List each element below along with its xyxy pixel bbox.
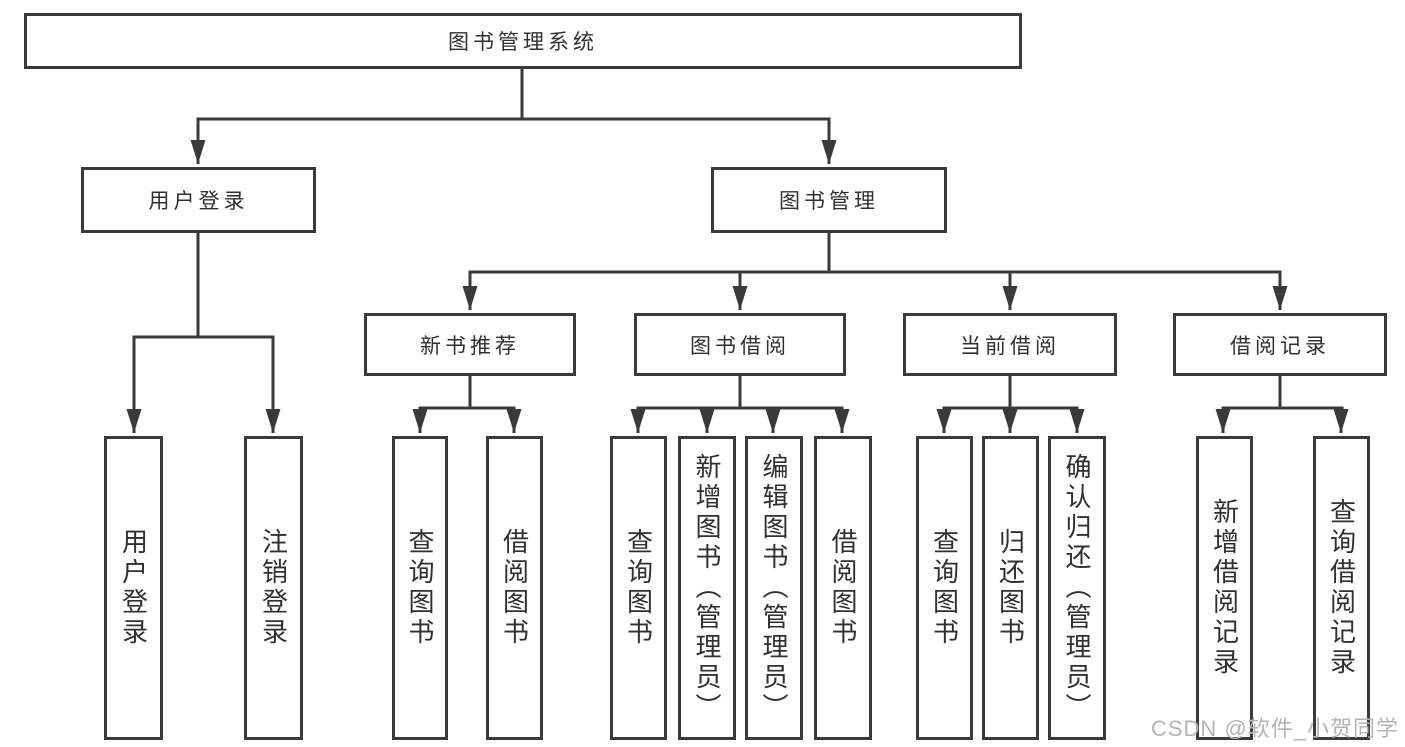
leaf-borrow-edit-admin: 编辑图书（管理员） [745,436,803,740]
node-book-management-label: 图书管理 [779,190,879,213]
node-root: 图书管理系统 [24,13,1022,69]
leaf-logout: 注销登录 [244,436,303,740]
leaf-records-add-label: 新增借阅记录 [1209,498,1240,678]
leaf-newbook-query-label: 查询图书 [405,528,435,648]
leaf-current-confirm-return-admin: 确认归还（管理员） [1048,436,1106,740]
leaf-current-return-label: 归还图书 [995,528,1026,648]
node-current-borrow: 当前借阅 [903,313,1117,376]
leaf-borrow-query-label: 查询图书 [623,528,654,648]
leaf-borrow-add-admin: 新增图书（管理员） [678,436,736,740]
leaf-newbook-query: 查询图书 [392,436,448,740]
node-user-login-label: 用户登录 [148,190,249,213]
node-book-borrow: 图书借阅 [634,313,846,376]
leaf-current-confirm-return-admin-label: 确认归还（管理员） [1062,453,1092,723]
leaf-borrow-borrow-label: 借阅图书 [828,528,858,648]
node-new-book-recommend-label: 新书推荐 [420,334,520,358]
leaf-current-query: 查询图书 [916,436,973,740]
leaf-newbook-borrow-label: 借阅图书 [499,528,530,648]
node-new-book-recommend: 新书推荐 [364,313,576,376]
node-user-login: 用户登录 [81,167,316,233]
leaf-borrow-add-admin-label: 新增图书（管理员） [692,453,722,723]
leaf-newbook-borrow: 借阅图书 [486,436,543,740]
leaf-current-query-label: 查询图书 [929,528,960,648]
watermark: CSDN @软件_小贺同学 [1150,716,1399,741]
node-book-borrow-label: 图书借阅 [690,334,790,358]
leaf-records-query-label: 查询借阅记录 [1326,498,1357,678]
leaf-logout-label: 注销登录 [258,528,289,648]
leaf-records-query: 查询借阅记录 [1313,436,1370,740]
node-borrow-records: 借阅记录 [1173,313,1387,376]
node-current-borrow-label: 当前借阅 [960,334,1060,358]
node-borrow-records-label: 借阅记录 [1230,334,1330,358]
leaf-borrow-query: 查询图书 [610,436,667,740]
leaf-user-login: 用户登录 [104,436,163,740]
node-book-management: 图书管理 [711,167,947,233]
leaf-borrow-edit-admin-label: 编辑图书（管理员） [759,453,789,723]
leaf-current-return: 归还图书 [982,436,1039,740]
node-root-label: 图书管理系统 [448,31,598,54]
leaf-borrow-borrow: 借阅图书 [814,436,872,740]
leaf-records-add: 新增借阅记录 [1196,436,1253,740]
leaf-user-login-label: 用户登录 [118,528,149,648]
